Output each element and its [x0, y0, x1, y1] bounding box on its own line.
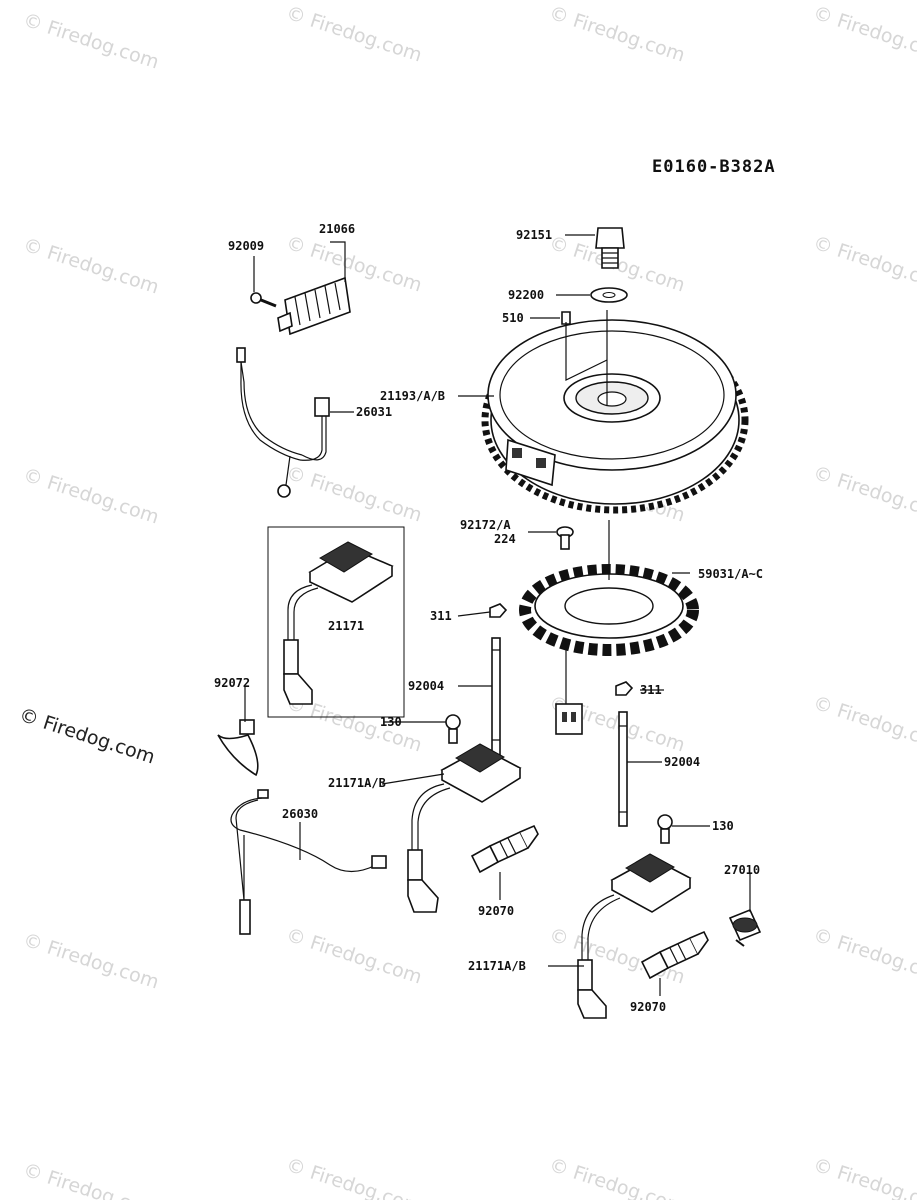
ignition-coil-left	[407, 743, 522, 913]
flywheel-bolt	[595, 227, 625, 269]
oil-switch	[728, 908, 762, 947]
flywheel	[481, 319, 749, 514]
watermark-text: © Firedog.com	[283, 232, 424, 297]
label-nut-right: 311	[640, 683, 662, 697]
label-nut-left: 311	[430, 609, 452, 623]
watermark-text: © Firedog.com	[283, 924, 424, 989]
label-stud-left: 92004	[408, 679, 444, 693]
label-bolt-right: 130	[712, 819, 734, 833]
nut-left	[489, 603, 508, 618]
label-regulator-bolt: 92009	[228, 239, 264, 253]
nut-right	[615, 681, 634, 696]
spark-plug-left	[470, 824, 539, 874]
label-harness-lower: 26030	[282, 807, 318, 821]
label-washer: 92200	[508, 288, 544, 302]
label-ignition-coil-ref: 21171	[328, 619, 364, 633]
label-plug-right: 92070	[630, 1000, 666, 1014]
watermark-text: © Firedog.com	[810, 692, 917, 757]
watermark-text: © Firedog.com	[20, 929, 161, 994]
watermark-text: © Firedog.com	[20, 9, 161, 74]
watermark-text: © Firedog.com	[546, 1154, 687, 1200]
label-stator-screw: 92172/A	[460, 518, 511, 532]
upper-harness	[236, 347, 330, 498]
label-switch: 27010	[724, 863, 760, 877]
bolt-right	[657, 814, 673, 844]
watermark-text-dark: © Firedog.com	[16, 704, 157, 769]
label-flywheel: 21193/A/B	[380, 389, 445, 403]
label-stud-right: 92004	[664, 755, 700, 769]
watermark-text: © Firedog.com	[810, 1154, 917, 1200]
label-coil-left: 21171A/B	[328, 776, 386, 790]
label-stator-screw-alt: 224	[494, 532, 516, 546]
spark-plug-right	[640, 930, 709, 980]
stator-screw	[556, 526, 574, 550]
flywheel-key	[561, 311, 571, 325]
lower-harness	[230, 789, 387, 935]
label-regulator: 21066	[319, 222, 355, 236]
stud-left	[491, 637, 501, 759]
watermark-text: © Firedog.com	[810, 924, 917, 989]
label-bolt: 92151	[516, 228, 552, 242]
stud-right	[618, 711, 628, 827]
watermark-text: © Firedog.com	[810, 462, 917, 527]
label-bolt-left: 130	[380, 715, 402, 729]
watermark-text: © Firedog.com	[20, 464, 161, 529]
watermark-text: © Firedog.com	[20, 234, 161, 299]
watermark-text: © Firedog.com	[20, 1159, 161, 1200]
watermark-text: © Firedog.com	[810, 232, 917, 297]
regulator-bolt	[250, 292, 277, 308]
label-harness-upper: 26031	[356, 405, 392, 419]
label-stator: 59031/A~C	[698, 567, 763, 581]
watermark-text: © Firedog.com	[283, 2, 424, 67]
diagram-code: E0160-B382A	[652, 157, 776, 177]
watermark-text: © Firedog.com	[283, 462, 424, 527]
label-plug-left: 92070	[478, 904, 514, 918]
label-key: 510	[502, 311, 524, 325]
watermark-text: © Firedog.com	[810, 2, 917, 67]
ignition-coil-reference	[283, 541, 394, 705]
watermarks: © Firedog.com © Firedog.com © Firedog.co…	[20, 2, 917, 1200]
band	[217, 719, 259, 777]
washer	[590, 287, 628, 303]
reference-box	[267, 526, 405, 718]
watermark-text: © Firedog.com	[546, 2, 687, 67]
label-band: 92072	[214, 676, 250, 690]
watermark-text: © Firedog.com	[283, 1154, 424, 1200]
label-coil-right: 21171A/B	[468, 959, 526, 973]
bolt-left	[445, 714, 461, 744]
ignition-coil-right	[577, 853, 692, 1019]
regulator	[277, 276, 351, 336]
